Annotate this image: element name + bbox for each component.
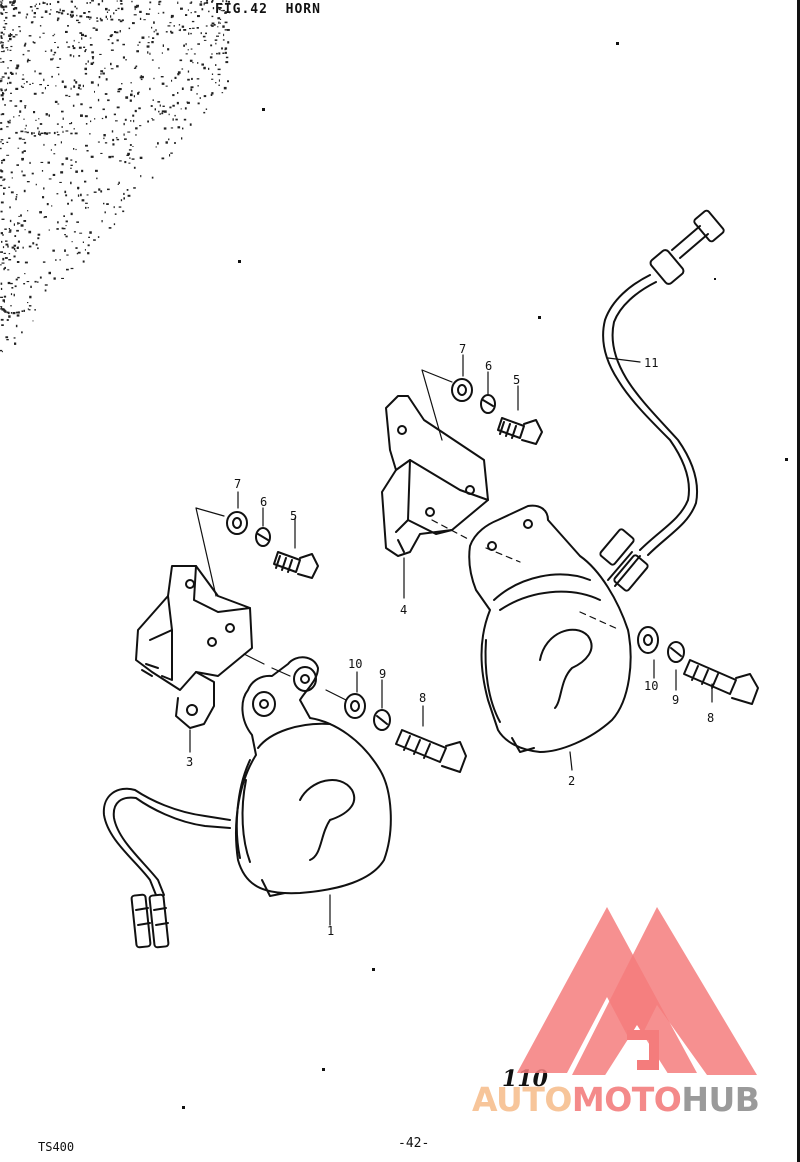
automotohub-logo (517, 907, 757, 1080)
callout-7-upper: 7 (459, 342, 466, 356)
automotohub-wordmark: AUTOMOTOHUB (472, 1080, 760, 1119)
wordmark-auto: AUTO (472, 1080, 572, 1119)
horn-1 (102, 656, 392, 949)
callout-10-right: 10 (644, 679, 658, 693)
callout-10-left: 10 (348, 657, 362, 671)
callout-9-right: 9 (672, 693, 679, 707)
scan-specks (182, 42, 788, 1109)
wordmark-hub: HUB (681, 1080, 760, 1119)
callout-5-upper: 5 (513, 373, 520, 387)
hardware-horn1 (344, 693, 467, 773)
callout-6-left: 6 (260, 495, 267, 509)
callout-6-upper: 6 (485, 359, 492, 373)
bracket-3 (135, 565, 253, 729)
callout-1: 1 (327, 924, 334, 938)
callout-11: 11 (644, 356, 658, 370)
scan-border (797, 0, 800, 1162)
callout-2: 2 (568, 774, 575, 788)
callout-5-left: 5 (290, 509, 297, 523)
callout-3: 3 (186, 755, 193, 769)
callout-9-left: 9 (379, 667, 386, 681)
callout-8-right: 8 (707, 711, 714, 725)
hardware-horn2 (637, 626, 759, 705)
assembly-lines (189, 354, 713, 926)
hardware-upper (451, 378, 543, 445)
bracket-4 (381, 395, 489, 557)
hardware-left (226, 511, 319, 579)
page-number: -42- (398, 1136, 430, 1151)
callout-labels: 1 2 3 4 5 5 6 6 7 7 8 8 9 9 10 10 11 (186, 342, 714, 938)
model-label: TS400 (38, 1140, 75, 1154)
callout-7-left: 7 (234, 477, 241, 491)
callout-8-left: 8 (419, 691, 426, 705)
callout-4: 4 (400, 603, 407, 617)
scan-noise (0, 0, 230, 353)
horn-2 (468, 209, 725, 753)
wordmark-moto: MOTO (571, 1080, 682, 1119)
figure-title: FIG.42 HORN (215, 2, 321, 17)
